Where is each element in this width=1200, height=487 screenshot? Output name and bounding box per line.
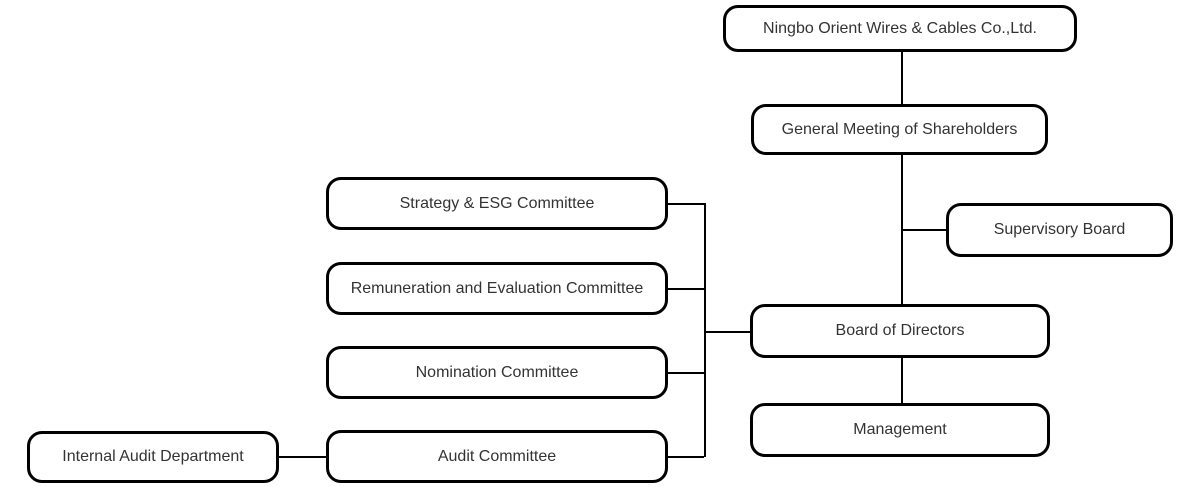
node-nomination-committee: Nomination Committee: [326, 346, 668, 399]
node-internal-audit-department: Internal Audit Department: [27, 431, 279, 483]
node-supervisory-board: Supervisory Board: [946, 203, 1173, 257]
node-management: Management: [750, 403, 1050, 457]
connector-spine-to-strategy: [668, 203, 704, 205]
connector-spine-to-board: [704, 331, 750, 333]
connector-gms-to-board: [901, 155, 903, 304]
node-gms-label: General Meeting of Shareholders: [781, 120, 1018, 138]
node-board-label: Board of Directors: [835, 322, 965, 340]
node-remuneration-evaluation-committee: Remuneration and Evaluation Committee: [326, 262, 668, 315]
node-strategy-esg-committee: Strategy & ESG Committee: [326, 177, 668, 230]
node-remuneration-label: Remuneration and Evaluation Committee: [350, 279, 644, 297]
node-company: Ningbo Orient Wires & Cables Co.,Ltd.: [723, 5, 1077, 52]
node-nomination-label: Nomination Committee: [415, 363, 579, 381]
node-board-of-directors: Board of Directors: [750, 304, 1050, 358]
connector-board-to-management: [901, 358, 903, 403]
connector-committee-spine: [704, 203, 706, 457]
connector-internal-to-audit: [279, 456, 326, 458]
node-audit-label: Audit Committee: [437, 447, 557, 465]
connector-company-to-gms: [901, 52, 903, 104]
node-internal-audit-label: Internal Audit Department: [62, 448, 244, 466]
node-supervisory-label: Supervisory Board: [993, 221, 1126, 239]
connector-spine-to-nomination: [668, 372, 704, 374]
node-company-label: Ningbo Orient Wires & Cables Co.,Ltd.: [763, 19, 1037, 37]
connector-trunk-to-supervisory: [902, 229, 946, 231]
node-general-meeting-of-shareholders: General Meeting of Shareholders: [751, 104, 1048, 155]
node-management-label: Management: [853, 421, 947, 439]
connector-spine-to-remuneration: [668, 288, 704, 290]
node-audit-committee: Audit Committee: [326, 430, 668, 483]
connector-spine-to-audit: [668, 456, 704, 458]
node-strategy-label: Strategy & ESG Committee: [399, 194, 595, 212]
